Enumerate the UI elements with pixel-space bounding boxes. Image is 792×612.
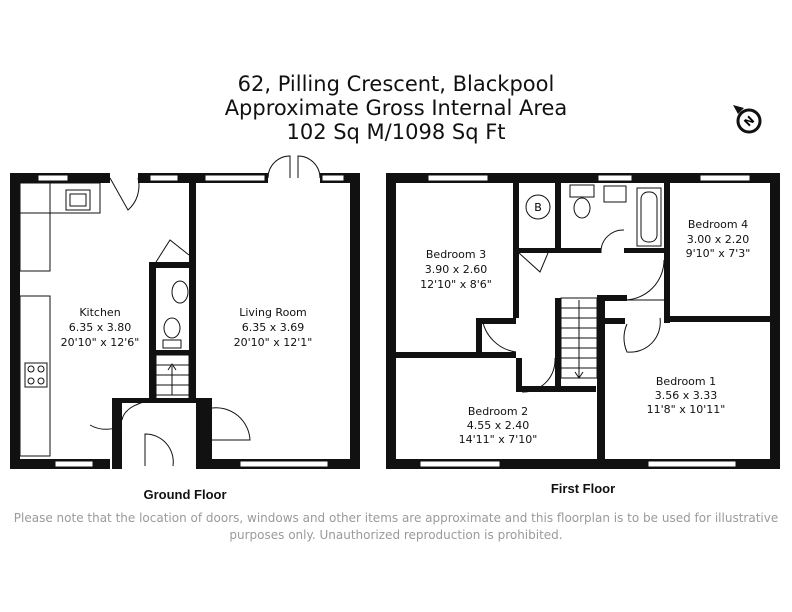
- room-name-bedroom2: Bedroom 2: [468, 405, 528, 418]
- room-metric-kitchen: 6.35 x 3.80: [69, 321, 132, 334]
- disclaimer-line-1: Please note that the location of doors, …: [13, 511, 779, 525]
- room-name-bedroom3: Bedroom 3: [426, 248, 486, 261]
- room-imperial-bedroom2: 14'11" x 7'10": [459, 433, 538, 446]
- compass-icon: N: [733, 105, 762, 134]
- room-name-living: Living Room: [239, 306, 307, 319]
- boiler-label: B: [534, 201, 542, 214]
- room-imperial-bedroom4: 9'10" x 7'3": [686, 247, 751, 260]
- ground-floor-plan: Kitchen 6.35 x 3.80 20'10" x 12'6" Livin…: [10, 155, 360, 502]
- room-metric-bedroom2: 4.55 x 2.40: [467, 419, 530, 432]
- room-name-bedroom4: Bedroom 4: [688, 218, 748, 231]
- room-imperial-living: 20'10" x 12'1": [234, 336, 313, 349]
- disclaimer: Please note that the location of doors, …: [0, 510, 792, 544]
- room-metric-living: 6.35 x 3.69: [242, 321, 305, 334]
- area-value: 102 Sq M/1098 Sq Ft: [286, 120, 506, 144]
- room-name-bedroom1: Bedroom 1: [656, 375, 716, 388]
- room-metric-bedroom3: 3.90 x 2.60: [425, 263, 488, 276]
- room-metric-bedroom1: 3.56 x 3.33: [655, 389, 718, 402]
- ground-floor-label: Ground Floor: [143, 487, 226, 502]
- compass-letter: N: [741, 113, 757, 129]
- room-imperial-kitchen: 20'10" x 12'6": [61, 336, 140, 349]
- room-metric-bedroom4: 3.00 x 2.20: [687, 233, 750, 246]
- room-imperial-bedroom1: 11'8" x 10'11": [647, 403, 726, 416]
- first-floor-label: First Floor: [551, 481, 615, 496]
- disclaimer-line-2: purposes only. Unauthorized reproduction…: [229, 528, 563, 542]
- area-label: Approximate Gross Internal Area: [224, 96, 568, 120]
- room-name-kitchen: Kitchen: [79, 306, 120, 319]
- first-floor-plan: B Bedroom 3: [386, 173, 780, 496]
- property-address: 62, Pilling Crescent, Blackpool: [237, 72, 555, 96]
- room-imperial-bedroom3: 12'10" x 8'6": [420, 278, 492, 291]
